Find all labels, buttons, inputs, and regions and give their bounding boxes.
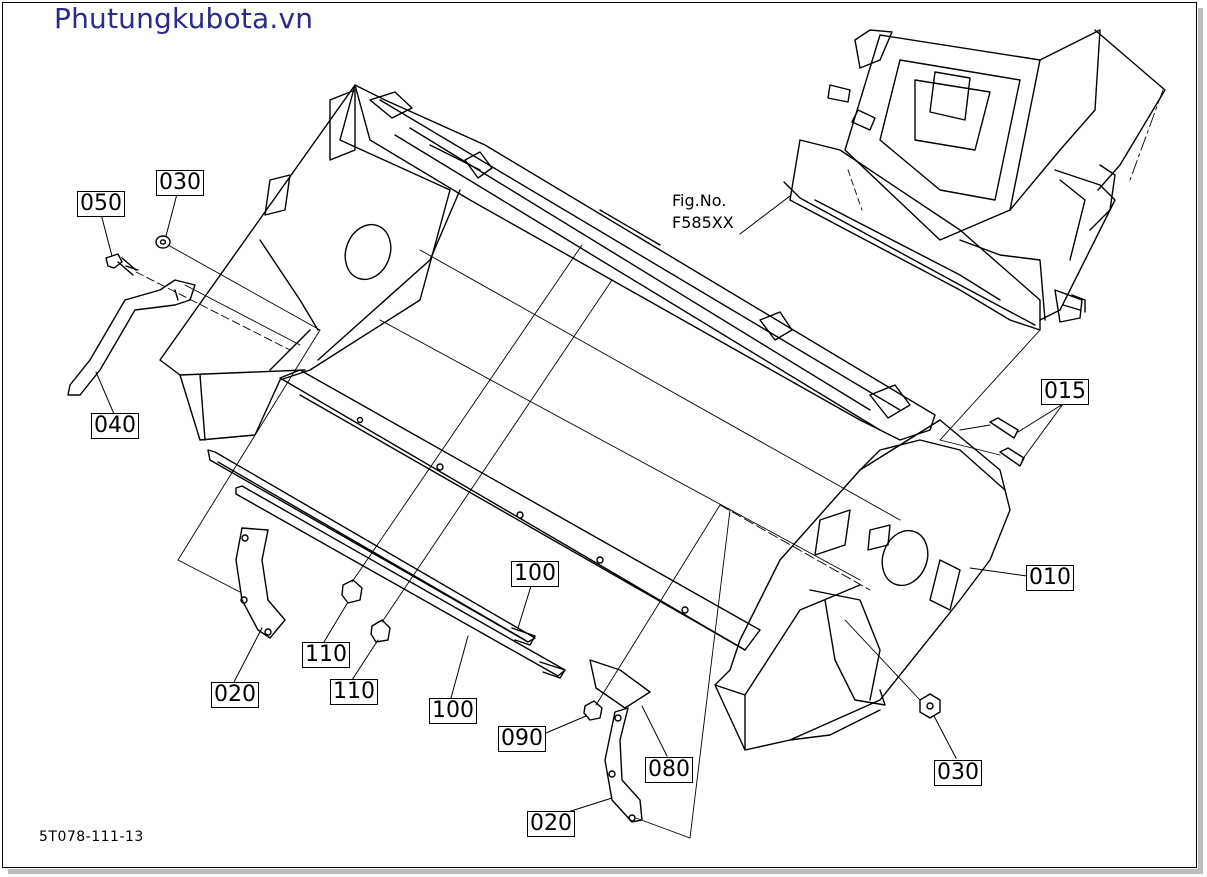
- nut-090: [583, 700, 603, 721]
- callout-leaders: [95, 193, 1064, 819]
- callout-080[interactable]: 080: [645, 757, 693, 783]
- callout-050[interactable]: 050: [77, 191, 125, 217]
- frame-shadow-bottom: [8, 869, 1203, 874]
- callout-020-bottom[interactable]: 020: [527, 811, 575, 837]
- referenced-assembly-drawing: [783, 29, 1166, 331]
- callout-030-top[interactable]: 030: [156, 170, 204, 196]
- site-watermark: Phutungkubota.vn: [54, 2, 314, 35]
- fig-ref-line2: F585XX: [672, 213, 734, 232]
- left-side-plate: [159, 84, 461, 441]
- nut-030-bottom: [919, 693, 941, 719]
- bolt-050: [105, 253, 139, 276]
- drawing-frame: [2, 2, 1197, 868]
- right-side-plate: [714, 419, 1011, 751]
- bolts-015: [989, 417, 1025, 467]
- callout-100-b[interactable]: 100: [429, 698, 477, 724]
- callout-090[interactable]: 090: [498, 726, 546, 752]
- figure-reference-label[interactable]: Fig.No. F585XX: [672, 190, 734, 234]
- curved-guard-bottom: [604, 707, 643, 823]
- callout-100-a[interactable]: 100: [511, 561, 559, 587]
- bottom-cross-beam: [279, 369, 761, 651]
- frame-shadow-right: [1198, 8, 1203, 874]
- drawing-code: 5T078-111-13: [39, 829, 144, 845]
- fig-ref-line1: Fig.No.: [672, 191, 727, 210]
- nut-110-a: [341, 579, 363, 604]
- curved-guard-left: [235, 527, 286, 639]
- washer-030-top: [155, 235, 171, 249]
- nut-110-b: [370, 619, 391, 643]
- callout-030-bottom[interactable]: 030: [934, 760, 982, 786]
- assembly-lines: [135, 244, 1041, 839]
- callout-020-left[interactable]: 020: [211, 682, 259, 708]
- fig-reference-leader: [739, 195, 791, 235]
- callout-015[interactable]: 015: [1041, 379, 1089, 405]
- callout-110-a[interactable]: 110: [302, 642, 350, 668]
- callout-010[interactable]: 010: [1026, 565, 1074, 591]
- callout-040[interactable]: 040: [91, 413, 139, 439]
- bottom-rails: [207, 449, 566, 679]
- callout-110-b[interactable]: 110: [330, 679, 378, 705]
- plate-080: [589, 659, 651, 709]
